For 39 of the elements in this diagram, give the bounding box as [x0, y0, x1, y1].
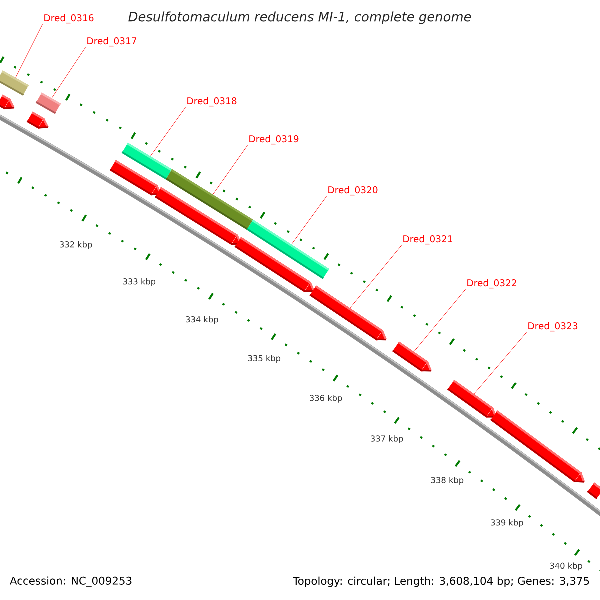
gene-feature [0, 94, 15, 110]
gene-label: Dred_0318 [188, 97, 237, 107]
scale-label: 334 kbp [186, 316, 218, 324]
gene-feature [26, 112, 49, 129]
gene-feature [36, 92, 62, 114]
gene-feature [310, 286, 388, 341]
gene-label: Dred_0321 [404, 235, 452, 245]
scale-label: 338 kbp [431, 477, 464, 485]
gene-feature [447, 380, 497, 418]
gene-feature [587, 482, 600, 500]
gene-feature [154, 187, 242, 246]
leader-line [414, 289, 466, 352]
leader-line [212, 145, 248, 195]
gene-label: Dred_0322 [468, 279, 516, 289]
gene-feature [234, 237, 316, 292]
gene-label: Dred_0319 [250, 135, 299, 145]
leader-line [474, 332, 527, 394]
leader-line [292, 196, 327, 245]
gene-feature [110, 160, 162, 196]
gene-label: Dred_0317 [88, 37, 137, 47]
accession-text: Accession: NC_009253 [10, 576, 132, 588]
leader-line [350, 245, 402, 308]
scale-label: 333 kbp [123, 278, 156, 286]
scale-label: 332 kbp [60, 241, 92, 250]
genome-info-text: Topology: circular; Length: 3,608,104 bp; Genes: 3,375 [293, 576, 590, 588]
gene-label: Dred_0316 [44, 14, 94, 24]
scale-label: 335 kbp [248, 355, 281, 364]
scale-label: 337 kbp [371, 436, 404, 444]
gene-feature [490, 410, 586, 483]
gene-label: Dred_0320 [328, 186, 378, 196]
leader-line [16, 24, 43, 78]
gene-label: Dred_0323 [528, 322, 578, 332]
scale-label: 340 kbp [550, 562, 582, 571]
title: Desulfotomaculum reducens MI-1, complete genome [128, 12, 472, 24]
scale-label: 339 kbp [491, 519, 524, 528]
leader-line [52, 47, 86, 98]
gene-feature [0, 70, 30, 96]
gene-feature [392, 342, 432, 372]
scale-label: 336 kbp [310, 394, 342, 403]
